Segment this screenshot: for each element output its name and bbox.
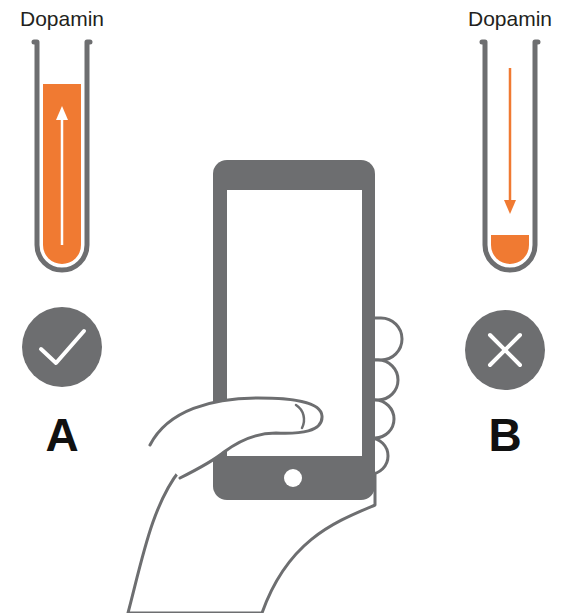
home-button xyxy=(284,469,302,487)
check-circle xyxy=(22,307,102,387)
option-letter: A xyxy=(45,410,78,460)
thumb-nail xyxy=(296,405,304,428)
dopamine-level xyxy=(43,84,81,264)
arrow-head xyxy=(504,200,516,214)
phone-body xyxy=(213,160,375,500)
tube-glass xyxy=(34,42,90,270)
tube-outline xyxy=(460,6,560,278)
arrow-down xyxy=(509,68,512,202)
thumb xyxy=(150,398,322,478)
cross-mark xyxy=(490,335,520,365)
tube-glass xyxy=(482,42,538,270)
test-tube: Dopamin xyxy=(12,6,112,278)
arrow-up xyxy=(61,118,64,245)
tube-outline xyxy=(12,6,112,278)
tube-heading: Dopamin xyxy=(12,6,112,32)
test-tube: Dopamin xyxy=(460,6,560,278)
cross-circle xyxy=(465,310,545,390)
dopamine-level xyxy=(491,235,529,264)
check-mark xyxy=(41,331,84,363)
cross-mark xyxy=(490,335,520,365)
arrow-head xyxy=(56,106,68,120)
tube-heading: Dopamin xyxy=(460,6,560,32)
option-letter: B xyxy=(488,410,521,460)
